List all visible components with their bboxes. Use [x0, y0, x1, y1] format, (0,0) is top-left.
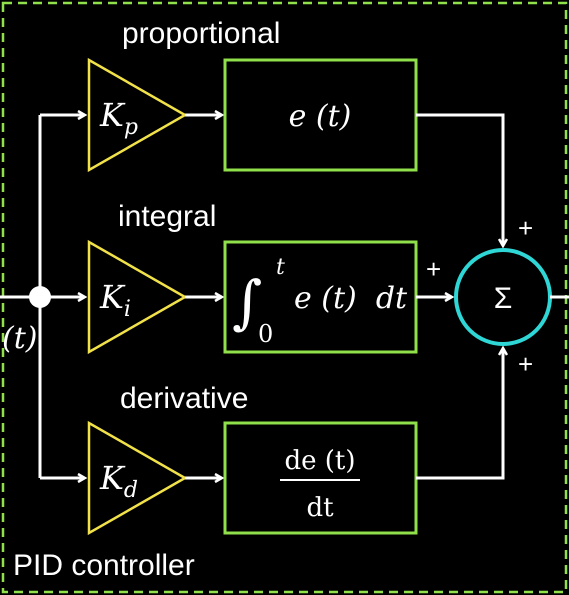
block-integral-expr: e (t) dt	[294, 281, 408, 316]
derivative-numerator: de (t)	[284, 446, 355, 476]
wire-derivative-to-sum	[416, 348, 503, 480]
gain-kp: Kp	[99, 96, 138, 140]
wire-proportional-to-sum	[416, 113, 503, 246]
integral-lower-limit: 0	[258, 320, 273, 348]
branch-label-derivative: derivative	[120, 382, 248, 415]
sum-sign-bottom: +	[518, 349, 533, 379]
sum-sign-left: +	[426, 254, 441, 284]
diagram-title: PID controller	[13, 549, 195, 582]
integral-upper-limit: t	[276, 255, 285, 280]
input-label: (t)	[2, 321, 37, 356]
branch-label-integral: integral	[118, 200, 216, 233]
gain-ki: Ki	[99, 278, 131, 322]
gain-triangle-kp	[87, 57, 188, 173]
junction-node	[29, 286, 51, 308]
gain-triangle-kd	[87, 420, 188, 536]
integral-sign: ∫	[232, 268, 262, 336]
block-proportional-expr: e (t)	[289, 99, 352, 134]
derivative-denominator: dt	[306, 493, 334, 523]
block-proportional	[223, 58, 418, 172]
gain-kd: Kd	[99, 459, 138, 503]
sum-symbol: Σ	[494, 282, 513, 315]
sum-sign-top: +	[518, 213, 533, 243]
block-integral	[223, 240, 418, 354]
block-derivative	[223, 421, 418, 535]
branch-label-proportional: proportional	[122, 17, 280, 50]
gain-triangle-ki	[87, 239, 188, 355]
